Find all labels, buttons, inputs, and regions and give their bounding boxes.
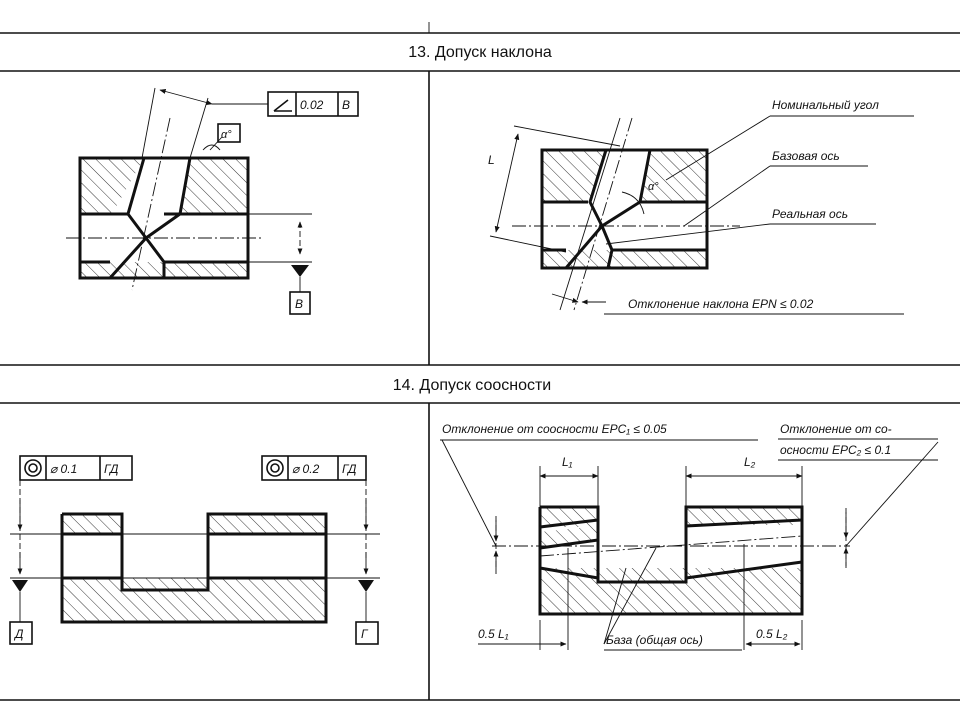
- coaxiality-deviation-right-line1: Отклонение от со-: [780, 422, 892, 436]
- angularity-deviation-callout: Отклонение наклона EPN ≤ 0.02: [624, 297, 904, 315]
- nominal-angle-symbol: α°: [648, 181, 659, 193]
- angularity-frame: 0.02 B: [267, 91, 359, 117]
- angularity-tolerance-value: 0.02: [300, 98, 324, 112]
- datum-d-box: Д: [9, 621, 33, 645]
- base-axis-callout: Базовая ось: [770, 149, 868, 167]
- angularity-datum-ref: B: [342, 98, 350, 112]
- coaxiality-deviation-right-callout: Отклонение от со- осности EPC₂ ≤ 0.1: [778, 422, 938, 461]
- base-common-axis-callout: База (общая ось): [604, 633, 742, 651]
- coaxiality-left-datum: ГД: [104, 462, 119, 476]
- coaxiality-right-datum: ГД: [342, 462, 357, 476]
- datum-g-box: Г: [355, 621, 379, 645]
- datum-d-letter: Д: [13, 627, 24, 641]
- half-l1-callout: 0.5 L₁: [478, 627, 509, 641]
- coaxiality-frame-left: ⌀ 0.1 ГД: [19, 455, 133, 481]
- angle-symbol: α°: [221, 129, 232, 141]
- half-l2-callout: 0.5 L₂: [756, 627, 788, 641]
- half-l1-label: 0.5 L₁: [478, 627, 509, 641]
- datum-g-letter: Г: [361, 627, 369, 641]
- length-label: L: [488, 153, 495, 167]
- section13-title: 13. Допуск наклона: [408, 44, 552, 61]
- coaxiality-drawing-left: [10, 480, 380, 624]
- coaxiality-deviation-right-line2: осности EPC₂ ≤ 0.1: [780, 443, 891, 457]
- nominal-angle-label: Номинальный угол: [772, 98, 879, 112]
- l1-label: L₁: [562, 455, 573, 469]
- angularity-drawing-right: [489, 115, 771, 315]
- nominal-angle-callout: Номинальный угол: [770, 98, 914, 117]
- datum-b-box: B: [289, 291, 311, 315]
- coaxiality-deviation-left-callout: Отклонение от соосности EPC₁ ≤ 0.05: [440, 422, 758, 441]
- coaxiality-frame-right: ⌀ 0.2 ГД: [261, 455, 367, 481]
- real-axis-callout: Реальная ось: [770, 207, 876, 225]
- real-axis-label: Реальная ось: [772, 207, 848, 221]
- table-grid: [0, 22, 960, 701]
- coaxiality-right-value: ⌀ 0.2: [292, 462, 320, 476]
- base-common-axis-label: База (общая ось): [606, 633, 703, 647]
- coaxiality-drawing-right: [441, 439, 939, 650]
- angle-symbol-box: α°: [217, 123, 241, 143]
- angularity-deviation-text: Отклонение наклона EPN ≤ 0.02: [628, 297, 814, 311]
- coaxiality-symbol-icon: [24, 459, 42, 477]
- coaxiality-symbol-icon: [266, 459, 284, 477]
- base-axis-label: Базовая ось: [772, 149, 840, 163]
- section14-title: 14. Допуск соосности: [393, 377, 552, 394]
- l2-label: L₂: [744, 455, 756, 469]
- angularity-drawing-left: [66, 87, 312, 292]
- datum-b-letter: B: [295, 297, 303, 311]
- half-l2-label: 0.5 L₂: [756, 627, 788, 641]
- coaxiality-deviation-left: Отклонение от соосности EPC₁ ≤ 0.05: [442, 422, 667, 436]
- coaxiality-left-value: ⌀ 0.1: [50, 462, 77, 476]
- angularity-symbol-icon: [273, 99, 292, 112]
